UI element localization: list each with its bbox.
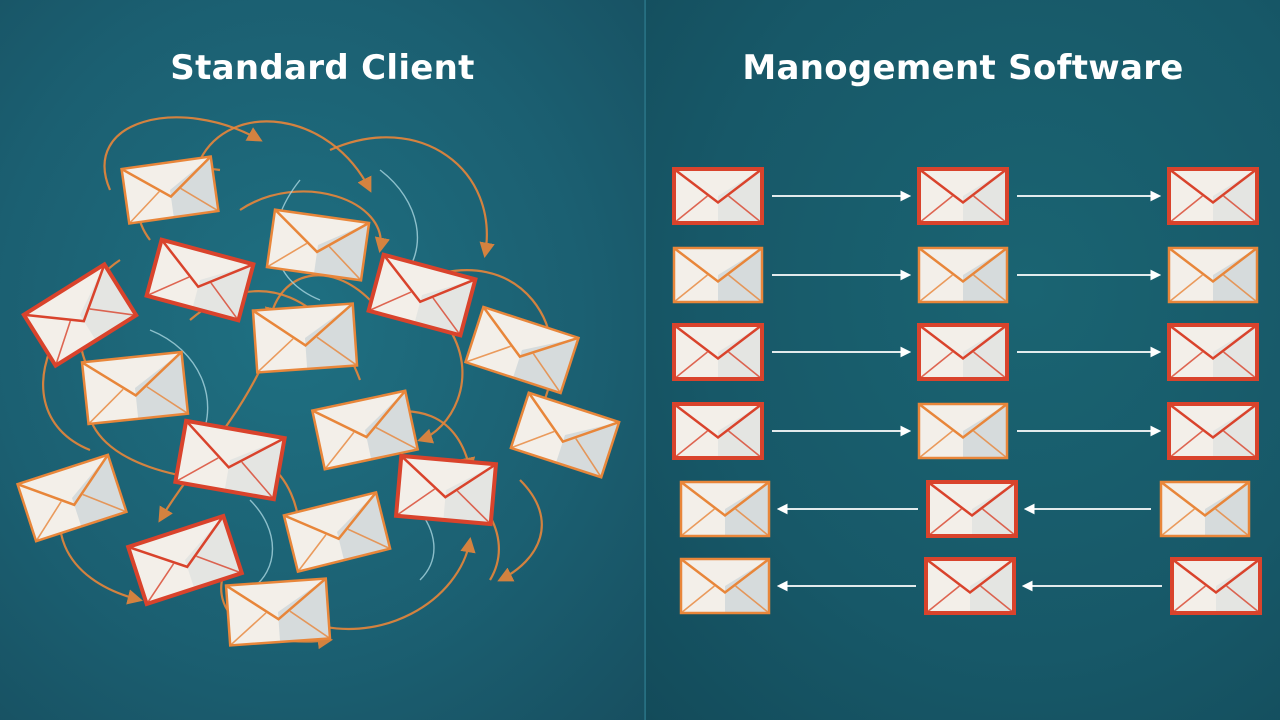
flow-curve	[417, 329, 464, 444]
envelope-icon	[1170, 557, 1262, 615]
standard-client-title: Standard Client	[170, 48, 475, 88]
envelope-icon	[173, 418, 287, 502]
envelope-icon	[282, 490, 392, 574]
envelope-icon	[917, 167, 1009, 225]
envelope-icon	[672, 246, 764, 304]
envelope-icon	[926, 480, 1018, 538]
chaotic-envelopes	[15, 155, 621, 647]
flow-curve	[264, 274, 371, 324]
panel-divider	[644, 0, 646, 720]
envelope-icon	[917, 402, 1009, 460]
envelope-icon	[80, 350, 190, 426]
envelope-icon	[120, 155, 220, 225]
envelope-icon	[251, 302, 359, 374]
envelope-icon	[393, 453, 499, 527]
organized-flow-arrows	[772, 190, 1162, 592]
envelope-icon	[1167, 323, 1259, 381]
envelope-icon	[917, 246, 1009, 304]
envelope-icon	[310, 389, 420, 471]
envelope-icon	[1167, 167, 1259, 225]
envelope-icon	[672, 323, 764, 381]
flow-curve	[249, 499, 274, 591]
envelope-icon	[463, 305, 581, 395]
flow-curve	[239, 190, 390, 254]
envelope-icon	[924, 557, 1016, 615]
envelope-icon	[265, 208, 371, 282]
envelope-icon	[224, 577, 332, 647]
flow-curve	[199, 120, 372, 193]
envelope-icon	[679, 480, 771, 538]
management-software-title: Manogement Software	[742, 48, 1184, 88]
envelope-icon	[1167, 402, 1259, 460]
flow-curve	[497, 479, 543, 582]
envelope-icon	[672, 167, 764, 225]
envelope-icon	[509, 391, 621, 479]
envelope-icon	[679, 557, 771, 615]
envelope-icon	[366, 252, 478, 338]
envelope-icon	[144, 237, 256, 323]
envelope-icon	[15, 453, 129, 543]
organized-envelopes	[672, 167, 1262, 615]
envelope-icon	[21, 261, 139, 369]
flow-curve	[103, 116, 263, 191]
envelope-icon	[1167, 246, 1259, 304]
envelope-icon	[125, 513, 245, 607]
flow-curve	[329, 136, 495, 259]
envelope-icon	[672, 402, 764, 460]
envelope-icon	[917, 323, 1009, 381]
envelope-icon	[1159, 480, 1251, 538]
